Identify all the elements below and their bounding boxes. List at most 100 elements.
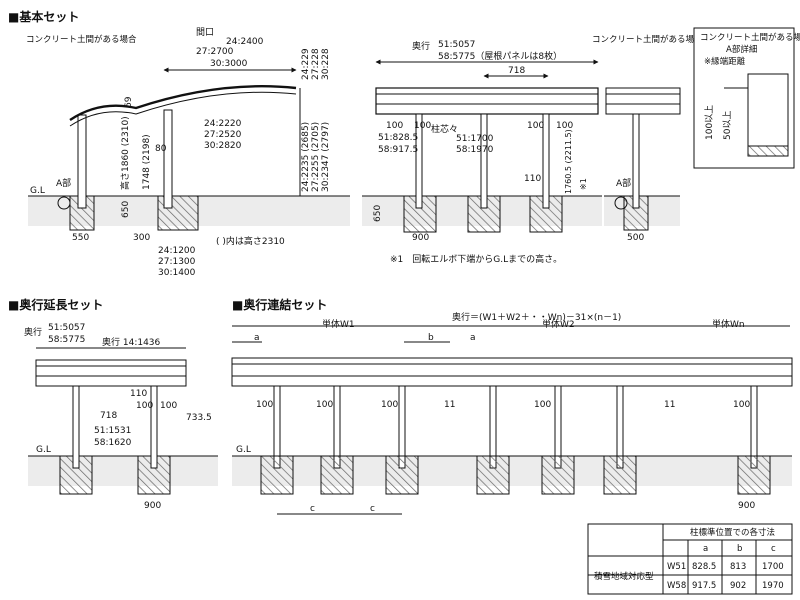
detail-title: A部詳細 xyxy=(726,44,757,55)
dim-100: 100 xyxy=(160,401,177,411)
post-span-30: 30:1400 xyxy=(158,268,196,278)
section-title-connection: ■奥行連結セット xyxy=(232,297,327,312)
dim-a: a xyxy=(254,333,260,343)
post xyxy=(163,109,173,209)
dim-11: 11 xyxy=(444,400,455,410)
ground-band xyxy=(232,456,792,486)
footing xyxy=(476,455,510,495)
height-total-27: 27:2255 (2705) xyxy=(311,122,321,192)
post xyxy=(72,385,80,469)
unit-wn: 単体Wn xyxy=(712,318,745,330)
ground-band xyxy=(28,456,218,486)
footnote: ※1 回転エルボ下端からG.Lまでの高さ。 xyxy=(390,253,562,265)
table-title: 柱標準位置での各寸法 xyxy=(690,527,775,538)
pitch-51: 51:1531 xyxy=(94,426,131,436)
table-frame xyxy=(587,523,793,595)
dim-80: 80 xyxy=(155,144,167,154)
depth-51: 51:5057 xyxy=(438,40,475,50)
ext-depth-51: 51:5057 xyxy=(48,323,85,333)
parenthesis-note: ( )内は高さ2310 xyxy=(216,235,285,247)
dim-100: 100 xyxy=(316,400,333,410)
dim-100: 100 xyxy=(534,400,551,410)
left-offset-51: 51:828.5 xyxy=(378,133,418,143)
detail-hatch xyxy=(747,145,789,157)
roof-curve-lower xyxy=(69,91,297,127)
post-pitch-58: 58:1970 xyxy=(456,145,494,155)
height-right-30: 30:228 xyxy=(321,48,331,80)
frontage-27: 27:2700 xyxy=(196,47,234,57)
height-1748: 1748 (2198) xyxy=(142,134,152,190)
dim-110: 110 xyxy=(524,174,541,184)
dim-300: 300 xyxy=(133,233,150,243)
dim-650: 650 xyxy=(121,201,131,218)
roof-depth-30: 30:2820 xyxy=(204,141,242,151)
dim-900: 900 xyxy=(412,233,429,243)
post xyxy=(480,113,488,209)
part-a-label: A部 xyxy=(616,177,631,189)
gl-label: G.L xyxy=(30,186,45,196)
dim-100: 100 xyxy=(414,121,431,131)
detail-concrete-note: コンクリート土間がある場合 xyxy=(700,32,800,43)
basic-side-view: 奥行 51:5057 58:5775（屋根パネルは8枚） 718 51:828.… xyxy=(362,40,602,265)
post-span-24: 24:1200 xyxy=(158,246,196,256)
table-cell: 1970 xyxy=(762,581,784,591)
footing xyxy=(320,455,354,495)
footing xyxy=(541,455,575,495)
table-row-name: W51 xyxy=(667,562,686,572)
basic-end-view: コンクリート土間がある場合 A部 500 xyxy=(592,34,703,243)
roof-end xyxy=(605,87,681,115)
table-col-c: c xyxy=(771,544,776,554)
height-1860: 高さ1860 (2310) xyxy=(119,116,131,190)
dim-900: 900 xyxy=(144,501,161,511)
footing xyxy=(385,455,419,495)
dim-718: 718 xyxy=(100,411,117,421)
dim-100: 100 xyxy=(527,121,544,131)
post xyxy=(77,114,87,209)
footing xyxy=(737,455,771,495)
post xyxy=(415,113,423,209)
dim-b: b xyxy=(428,333,434,343)
dim-100: 100 xyxy=(386,121,403,131)
table-col-a: a xyxy=(703,544,708,554)
concrete-note-left: コンクリート土間がある場合 xyxy=(26,34,137,45)
dim-100: 100 xyxy=(733,400,750,410)
dim-100: 100 xyxy=(256,400,273,410)
ext-depth-1436: 奥行 14:1436 xyxy=(102,336,161,348)
dim-733: 733.5 xyxy=(186,413,212,423)
frontage-label: 間口 xyxy=(196,27,214,38)
height-right-24: 24:229 xyxy=(301,48,311,80)
table-cell: 917.5 xyxy=(692,581,716,591)
left-offset-58: 58:917.5 xyxy=(378,145,418,155)
height-1760: 1760.5 (2211.5) xyxy=(564,129,573,194)
table-col-b: b xyxy=(737,544,742,554)
dim-100: 100 xyxy=(381,400,398,410)
table-cell: 902 xyxy=(730,581,746,591)
dim-69: 69 xyxy=(124,96,134,108)
section-title-extension: ■奥行延長セット xyxy=(8,297,103,312)
dim-11: 11 xyxy=(664,400,675,410)
footing xyxy=(603,455,637,495)
post xyxy=(632,113,640,209)
dim-a-2: a xyxy=(470,333,476,343)
height-total-30: 30:2347 (2797) xyxy=(321,122,331,192)
over-100: 100以上 xyxy=(704,105,715,140)
connection-formula: 奥行＝(W1＋W2＋・・Wn)－31×(n－1) xyxy=(452,311,621,323)
footing xyxy=(260,455,294,495)
dim-c: c xyxy=(310,504,315,514)
gl-label: G.L xyxy=(36,445,51,455)
table-cell: 828.5 xyxy=(692,562,716,572)
post-pitch-51: 51:1700 xyxy=(456,134,494,144)
post xyxy=(150,385,158,469)
post xyxy=(542,113,550,209)
table-cell: 1700 xyxy=(762,562,784,572)
detail-slab xyxy=(747,73,789,157)
extension-view: G.L 奥行 51:5057 58:5775 奥行 14:1436 110 10… xyxy=(24,323,218,511)
table-row-name: W58 xyxy=(667,581,686,591)
ext-depth-label: 奥行 xyxy=(24,326,42,338)
dimension-table: 柱標準位置での各寸法 a b c 積雪地域対応型 W51 828.5 813 1… xyxy=(587,523,793,595)
post-pitch-label: 柱芯々 xyxy=(431,123,458,135)
gl-label: G.L xyxy=(236,445,251,455)
section-title-basic: ■基本セット xyxy=(8,9,79,24)
depth-label: 奥行 xyxy=(412,40,430,52)
